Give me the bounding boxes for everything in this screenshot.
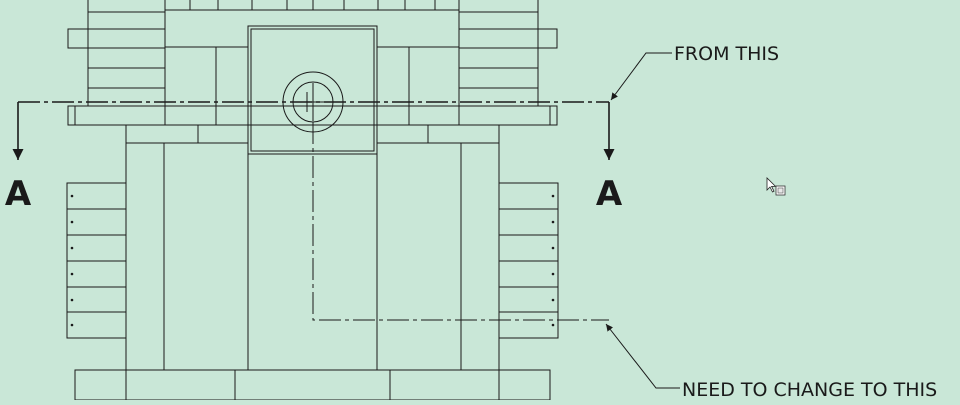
leader-from-this bbox=[610, 52, 672, 101]
fin-fastener-dots bbox=[70, 194, 555, 327]
left-lower-fins bbox=[66, 182, 127, 339]
section-label-left[interactable]: A bbox=[5, 174, 32, 214]
right-lower-fins bbox=[498, 182, 559, 339]
section-line-original[interactable] bbox=[12, 101, 615, 160]
callout-leaders bbox=[605, 52, 680, 389]
stepped-section-path[interactable] bbox=[312, 122, 609, 321]
top-edge-blocks bbox=[87, 0, 539, 12]
arrow-pointer-with-document-icon bbox=[766, 177, 786, 196]
callout-note-from-this[interactable]: FROM THIS bbox=[674, 43, 779, 65]
right-upper-fins bbox=[459, 11, 558, 106]
callout-note-change-to-this[interactable]: NEED TO CHANGE TO THIS bbox=[682, 379, 937, 401]
base-block bbox=[74, 369, 551, 401]
upper-inner-blocks bbox=[164, 10, 460, 125]
leader-change-to-this bbox=[605, 323, 680, 389]
section-label-right[interactable]: A bbox=[596, 174, 623, 214]
left-upper-fins bbox=[67, 11, 165, 106]
section-line-desired[interactable] bbox=[312, 122, 609, 321]
